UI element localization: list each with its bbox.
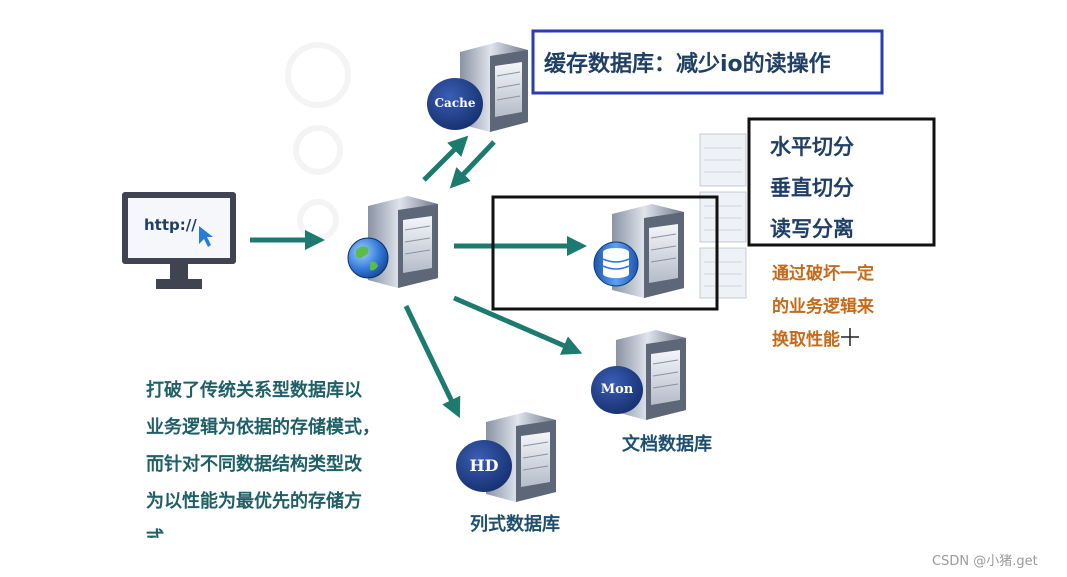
hd-badge [456,440,512,492]
cache-server-icon [427,42,528,132]
column-db-caption: 列式数据库 [470,514,560,535]
document-db-caption: 文档数据库 [622,434,712,455]
crosshair-cursor-icon [841,328,859,346]
background-watermark-shapes [285,42,351,241]
right-note-line: 换取性能 [772,330,840,350]
flow-arrows [250,135,587,419]
arrow-cache-to-server [449,140,496,189]
right-note-line: 的业务逻辑来 [772,297,874,317]
sharding-item-horizontal: 水平切分 [770,135,854,159]
right-note-line: 通过破坏一定 [772,264,874,284]
right-note: 通过破坏一定 的业务逻辑来 换取性能 [772,258,874,357]
left-note-line: 式 [146,520,380,538]
monitor-icon [122,192,236,289]
left-note-line: 打破了传统关系型数据库以 [146,380,362,401]
monitor-url-text: http:// [144,216,197,234]
arrow-server-to-cache [422,135,469,182]
left-note: 打破了传统关系型数据库以 业务逻辑为依据的存储模式， 而针对不同数据结构类型改 … [146,372,380,538]
cache-badge-label: Cache [434,96,476,110]
globe-icon [347,237,389,279]
web-server-icon [347,196,438,288]
arrow-server-to-mongo [453,295,583,355]
database-server-icon [593,204,684,298]
left-note-line: 而针对不同数据结构类型改 [146,454,362,475]
sharding-box [747,117,936,247]
sharding-list: 水平切分 垂直切分 读写分离 [770,127,854,250]
mongo-badge-label: Mon [600,382,634,397]
table-sheet-icons [699,133,747,299]
left-note-line: 业务逻辑为依据的存储模式， [146,417,380,438]
document-db-server-icon [591,330,686,420]
left-note-line: 为以性能为最优先的存储方 [146,491,362,512]
arrow-server-to-hd [403,304,461,419]
cache-badge [427,78,483,130]
sharding-item-read-write: 读写分离 [770,217,854,241]
cache-highlight-box [531,29,884,95]
database-cylinder-icon [593,241,639,287]
csdn-watermark: CSDN @小猪.get [932,554,1038,569]
cache-box-text: 缓存数据库：减少io的读操作 [544,52,831,77]
database-highlight-box [491,195,719,311]
mongo-badge [591,366,643,414]
column-db-server-icon [456,412,556,502]
hd-badge-label: HD [469,456,499,475]
sharding-item-vertical: 垂直切分 [770,176,854,200]
